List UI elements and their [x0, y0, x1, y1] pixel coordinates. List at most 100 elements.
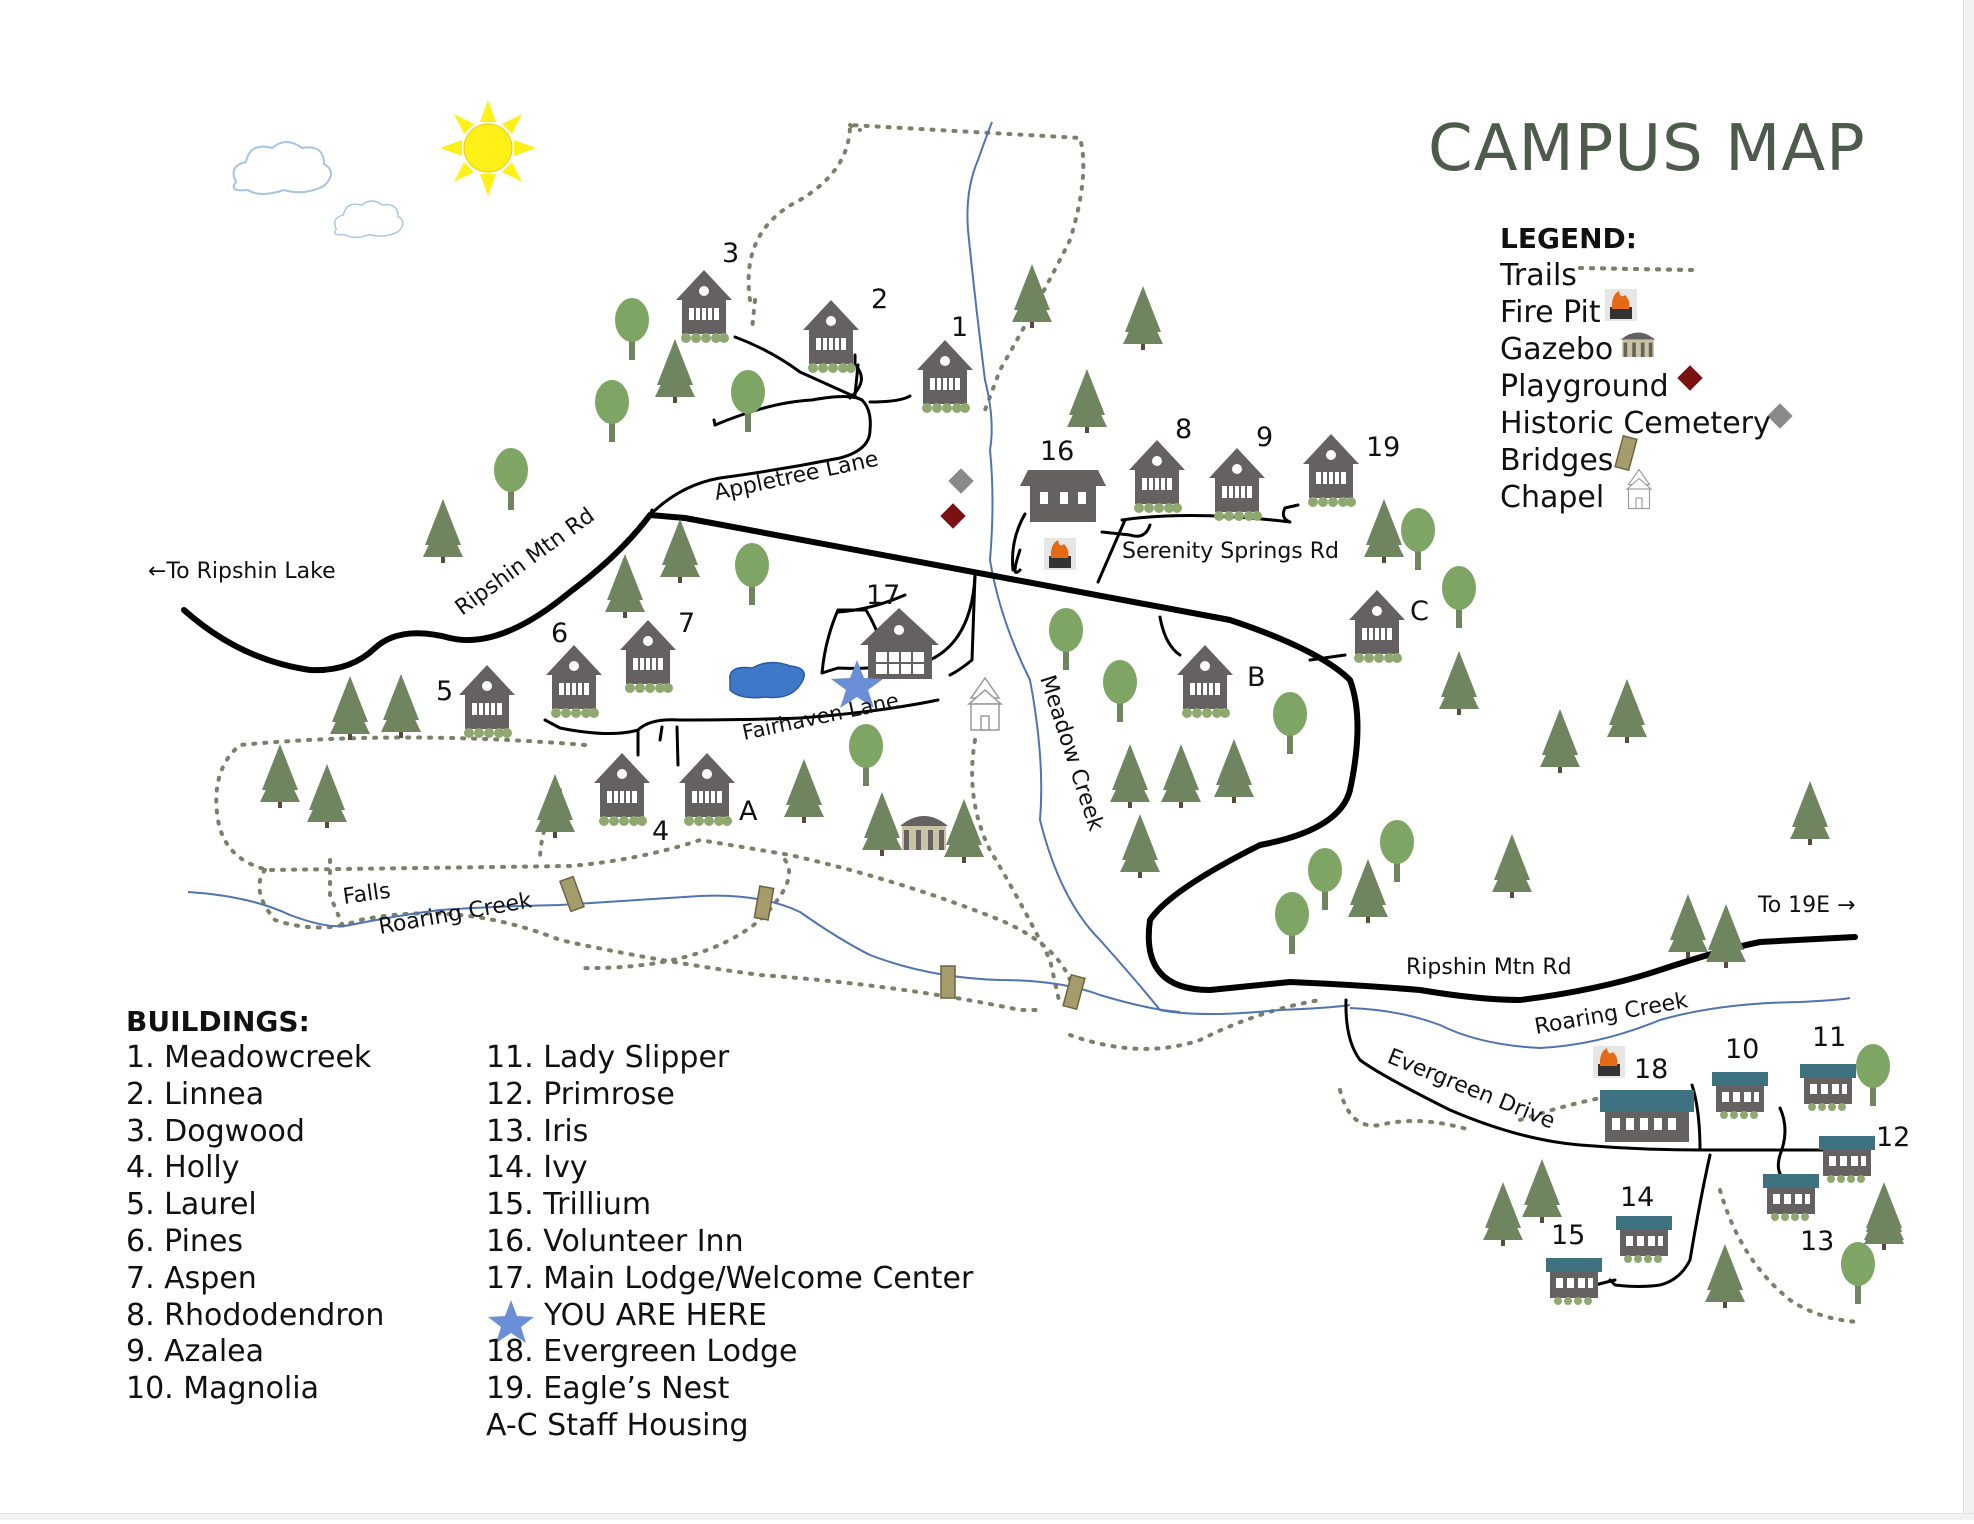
building-list-item: 4. Holly [126, 1150, 384, 1187]
svg-text:9: 9 [1256, 422, 1273, 453]
building-list-item: 13. Iris [486, 1114, 973, 1151]
right-frame [1963, 0, 1974, 1520]
playground-icon [940, 503, 965, 528]
chapel-icon [969, 678, 1001, 730]
label-ripshin-mtn-rd-lower: Ripshin Mtn Rd [1406, 955, 1572, 980]
buildings-heading: BUILDINGS: [126, 1004, 310, 1040]
bridges [560, 877, 1085, 1010]
svg-text:16: 16 [1040, 436, 1074, 467]
legend: LEGEND: Trails Fire Pit Gazebo Playgroun… [1500, 220, 1771, 516]
building-10 [1712, 1072, 1768, 1119]
building-A [679, 753, 735, 826]
building-list-item: 8. Rhododendron [126, 1298, 384, 1335]
svg-text:12: 12 [1876, 1122, 1910, 1153]
building-6 [546, 645, 602, 718]
building-1 [917, 340, 973, 413]
building-C [1349, 590, 1405, 663]
building-list-item: 17. Main Lodge/Welcome Center [486, 1261, 973, 1298]
svg-text:A: A [739, 796, 758, 827]
label-meadow-creek: Meadow Creek [1034, 672, 1108, 834]
label-falls: Falls [341, 879, 392, 910]
building-12 [1819, 1136, 1875, 1183]
legend-item-playground: Playground [1500, 368, 1771, 405]
building-8 [1129, 440, 1185, 513]
building-list-item: 10. Magnolia [126, 1371, 384, 1408]
building-list-item: 1. Meadowcreek [126, 1040, 384, 1077]
building-list-item: 18. Evergreen Lodge [486, 1334, 973, 1371]
building-list-item: 11. Lady Slipper [486, 1040, 973, 1077]
building-5 [459, 665, 515, 738]
cloud-icon [234, 142, 331, 194]
svg-text:8: 8 [1175, 414, 1192, 445]
legend-item-gazebo: Gazebo [1500, 331, 1771, 368]
building-18 [1600, 1090, 1694, 1142]
building-3 [676, 270, 732, 343]
buildings-heading-wrap: BUILDINGS: [126, 1004, 310, 1040]
cloud-icon [335, 201, 403, 237]
svg-text:14: 14 [1620, 1182, 1654, 1213]
svg-text:7: 7 [678, 608, 695, 639]
map-title: CAMPUS MAP [1428, 112, 1866, 186]
label-to-ripshin-lake: ←To Ripshin Lake [148, 559, 336, 584]
svg-text:17: 17 [866, 580, 900, 611]
fire-pit-icon [1593, 1046, 1625, 1078]
svg-text:19: 19 [1366, 432, 1400, 463]
svg-text:C: C [1410, 596, 1429, 627]
svg-text:18: 18 [1634, 1054, 1668, 1085]
bottom-frame [0, 1513, 1974, 1520]
building-9 [1209, 448, 1265, 521]
gazebo-icon [900, 816, 948, 850]
svg-text:2: 2 [871, 284, 888, 315]
building-list-item: A-C Staff Housing [486, 1408, 973, 1445]
legend-heading: LEGEND: [1500, 220, 1771, 257]
svg-text:5: 5 [436, 676, 453, 707]
building-list-item: 12. Primrose [486, 1077, 973, 1114]
building-list-item: 9. Azalea [126, 1334, 384, 1371]
building-13 [1763, 1174, 1819, 1221]
svg-text:10: 10 [1725, 1034, 1759, 1065]
building-list-item: 7. Aspen [126, 1261, 384, 1298]
svg-text:4: 4 [652, 816, 669, 847]
pond [730, 662, 804, 697]
label-to-19e: To 19E → [1757, 893, 1855, 918]
legend-item-trails: Trails [1500, 257, 1771, 294]
legend-item-bridges: Bridges [1500, 442, 1771, 479]
building-7 [620, 620, 676, 693]
building-list-item: 3. Dogwood [126, 1114, 384, 1151]
label-serenity-springs-rd: Serenity Springs Rd [1122, 539, 1339, 564]
svg-text:B: B [1247, 662, 1266, 693]
building-15 [1546, 1258, 1602, 1305]
legend-item-chapel: Chapel [1500, 479, 1771, 516]
svg-text:6: 6 [551, 618, 568, 649]
building-B [1177, 645, 1233, 718]
svg-text:15: 15 [1551, 1220, 1585, 1251]
building-list-item: 19. Eagle’s Nest [486, 1371, 973, 1408]
building-14 [1616, 1216, 1672, 1263]
building-11 [1800, 1064, 1856, 1111]
building-list-item: 2. Linnea [126, 1077, 384, 1114]
legend-item-historic-cemetery: Historic Cemetery [1500, 405, 1771, 442]
building-list-item: 15. Trillium [486, 1187, 973, 1224]
building-16 [1020, 470, 1106, 522]
legend-item-fire-pit: Fire Pit [1500, 294, 1771, 331]
buildings-list-col2: 11. Lady Slipper 12. Primrose 13. Iris 1… [486, 1040, 973, 1445]
svg-text:13: 13 [1800, 1226, 1834, 1257]
buildings-list-col1: 1. Meadowcreek 2. Linnea 3. Dogwood 4. H… [126, 1040, 384, 1408]
building-19 [1303, 434, 1359, 507]
fire-pit-icon [1044, 538, 1076, 570]
svg-text:1: 1 [951, 312, 968, 343]
cemetery-icon [948, 468, 973, 493]
building-list-item: 14. Ivy [486, 1150, 973, 1187]
you-are-here-label: YOU ARE HERE [486, 1298, 973, 1335]
label-roaring-creek-west: Roaring Creek [377, 888, 534, 940]
building-list-item: 6. Pines [126, 1224, 384, 1261]
building-4 [594, 753, 650, 826]
building-list-item: 16. Volunteer Inn [486, 1224, 973, 1261]
building-2 [803, 300, 859, 373]
label-ripshin-mtn-rd-upper: Ripshin Mtn Rd [451, 503, 600, 621]
label-appletree-lane: Appletree Lane [712, 447, 881, 506]
svg-text:3: 3 [722, 238, 739, 269]
sun-icon [440, 100, 536, 196]
building-list-item: 5. Laurel [126, 1187, 384, 1224]
svg-text:11: 11 [1812, 1022, 1846, 1053]
